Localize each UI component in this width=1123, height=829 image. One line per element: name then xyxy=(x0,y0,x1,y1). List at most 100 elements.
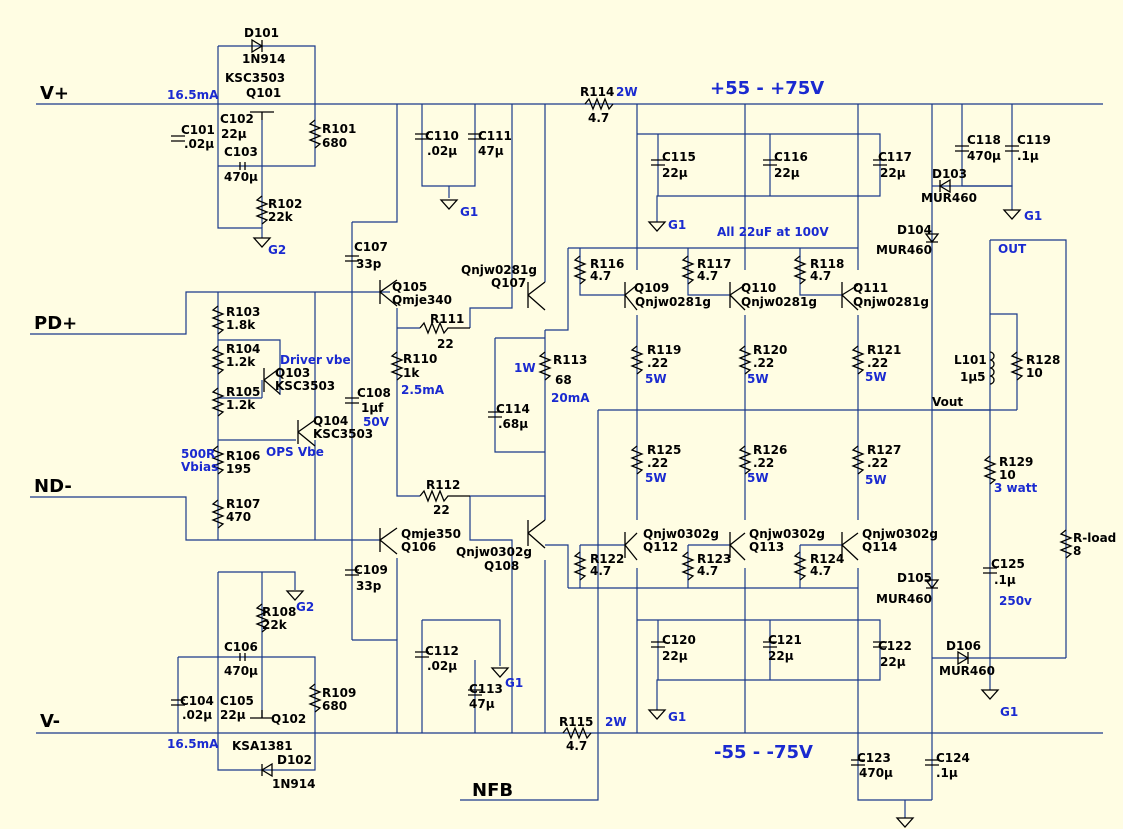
q111-type: Qnjw0281g xyxy=(853,295,929,309)
q106-type: Qmje350 xyxy=(401,527,461,541)
r106-name: R106 xyxy=(226,449,260,463)
q101-type: KSC3503 xyxy=(225,71,285,85)
r103-value: 1.8k xyxy=(226,318,256,332)
note-5w-1: 5W xyxy=(645,372,667,386)
c102-value: 22µ xyxy=(221,127,247,141)
ground-label: G1 xyxy=(668,218,686,232)
r118-name: R118 xyxy=(810,257,844,271)
r111-value: 22 xyxy=(437,337,454,351)
symbols xyxy=(171,38,1073,828)
c105-value: 22µ xyxy=(220,708,246,722)
rload-value: 8 xyxy=(1073,544,1081,558)
note-cur-top: 16.5mA xyxy=(167,88,219,102)
net-labels: V+ V- PD+ ND- NFB OUT Vout +55 - +75V -5… xyxy=(34,78,1027,801)
resistor-r104 xyxy=(211,345,225,375)
c116-value: 22µ xyxy=(774,166,800,180)
r111-name: R111 xyxy=(430,312,464,326)
r105-value: 1.2k xyxy=(226,398,256,412)
c121-name: C121 xyxy=(768,633,802,647)
r125-name: R125 xyxy=(647,443,681,457)
c101-name: C101 xyxy=(181,123,215,137)
note-r115-power: 2W xyxy=(605,715,627,729)
ground-label: G2 xyxy=(268,243,286,257)
r113-name: R113 xyxy=(553,353,587,367)
q102-name: Q102 xyxy=(271,712,306,726)
net-vout: Vout xyxy=(932,395,963,409)
resistor-r113 xyxy=(538,351,552,381)
r113-value: 68 xyxy=(555,373,572,387)
resistor-r107 xyxy=(211,499,225,529)
r116-value: 4.7 xyxy=(590,269,611,283)
d104-name: D104 xyxy=(897,223,932,237)
c123-name: C123 xyxy=(857,751,891,765)
r101-value: 680 xyxy=(322,136,347,150)
r115-name: R115 xyxy=(559,715,593,729)
c101-value: .02µ xyxy=(184,137,214,151)
d105-name: D105 xyxy=(897,571,932,585)
note-cur-bot: 16.5mA xyxy=(167,737,219,751)
c112-name: C112 xyxy=(425,644,459,658)
note-r113-current: 20mA xyxy=(551,391,590,405)
q104-type: KSC3503 xyxy=(313,427,373,441)
r109-name: R109 xyxy=(322,686,356,700)
ground-label: G1 xyxy=(460,205,478,219)
q111-name: Q111 xyxy=(853,281,888,295)
q113-name: Q113 xyxy=(749,540,784,554)
resistor-r129 xyxy=(983,455,997,485)
annotations: 16.5mA 16.5mA All 22uF at 100V Driver vb… xyxy=(167,85,1037,751)
d106-value: MUR460 xyxy=(939,664,995,678)
r124-value: 4.7 xyxy=(810,564,831,578)
q114-type: Qnjw0302g xyxy=(862,527,938,541)
ground-labels: G1 G1 G1 G1 G1 G1 G2 G2 xyxy=(268,205,1042,724)
r117-name: R117 xyxy=(697,257,731,271)
c121-value: 22µ xyxy=(768,649,794,663)
resistor-r125 xyxy=(630,445,644,475)
r126-value: .22 xyxy=(753,456,774,470)
q110-type: Qnjw0281g xyxy=(741,295,817,309)
resistor-r112 xyxy=(419,489,470,503)
d102-value: 1N914 xyxy=(272,777,315,791)
c106-value: 470µ xyxy=(224,664,258,678)
resistor-r122 xyxy=(573,551,587,581)
c108-name: C108 xyxy=(357,386,391,400)
resistor-r105 xyxy=(211,387,225,417)
resistor-r115 xyxy=(562,726,592,740)
note-5w-5: 5W xyxy=(747,471,769,485)
c103-name: C103 xyxy=(224,145,258,159)
note-r110-current: 2.5mA xyxy=(401,383,445,397)
q104-name: Q104 xyxy=(313,414,348,428)
note-vbias-b: Vbias xyxy=(181,460,218,474)
c115-value: 22µ xyxy=(662,166,688,180)
r102-name: R102 xyxy=(268,197,302,211)
ground-symbols xyxy=(252,199,1022,828)
c124-name: C124 xyxy=(936,751,970,765)
resistor-rload xyxy=(1059,529,1073,559)
r112-value: 22 xyxy=(433,503,450,517)
r123-value: 4.7 xyxy=(697,564,718,578)
net-ndminus: ND- xyxy=(34,476,72,497)
r127-name: R127 xyxy=(867,443,901,457)
resistor-r101 xyxy=(308,119,322,149)
r119-value: .22 xyxy=(647,356,668,370)
r103-name: R103 xyxy=(226,305,260,319)
part-labels: D101 1N914 KSC3503 Q101 C101 .02µ C102 2… xyxy=(180,26,1116,791)
ground-label: G1 xyxy=(1000,705,1018,719)
resistor-r126 xyxy=(738,445,752,475)
d103-value: MUR460 xyxy=(921,191,977,205)
resistor-r109 xyxy=(308,683,322,713)
r126-name: R126 xyxy=(753,443,787,457)
r122-value: 4.7 xyxy=(590,564,611,578)
r128-value: 10 xyxy=(1026,366,1043,380)
wires xyxy=(30,45,1103,818)
q107-type: Qnjw0281g xyxy=(461,263,537,277)
r110-value: 1k xyxy=(403,366,420,380)
c120-value: 22µ xyxy=(662,649,688,663)
q101-name: Q101 xyxy=(246,86,281,100)
net-out: OUT xyxy=(998,242,1027,256)
d103-name: D103 xyxy=(932,167,967,181)
r128-name: R128 xyxy=(1026,353,1060,367)
r121-value: .22 xyxy=(867,356,888,370)
rail-negative: -55 - -75V xyxy=(714,742,813,763)
q112-type: Qnjw0302g xyxy=(643,527,719,541)
resistor-r120 xyxy=(738,345,752,375)
